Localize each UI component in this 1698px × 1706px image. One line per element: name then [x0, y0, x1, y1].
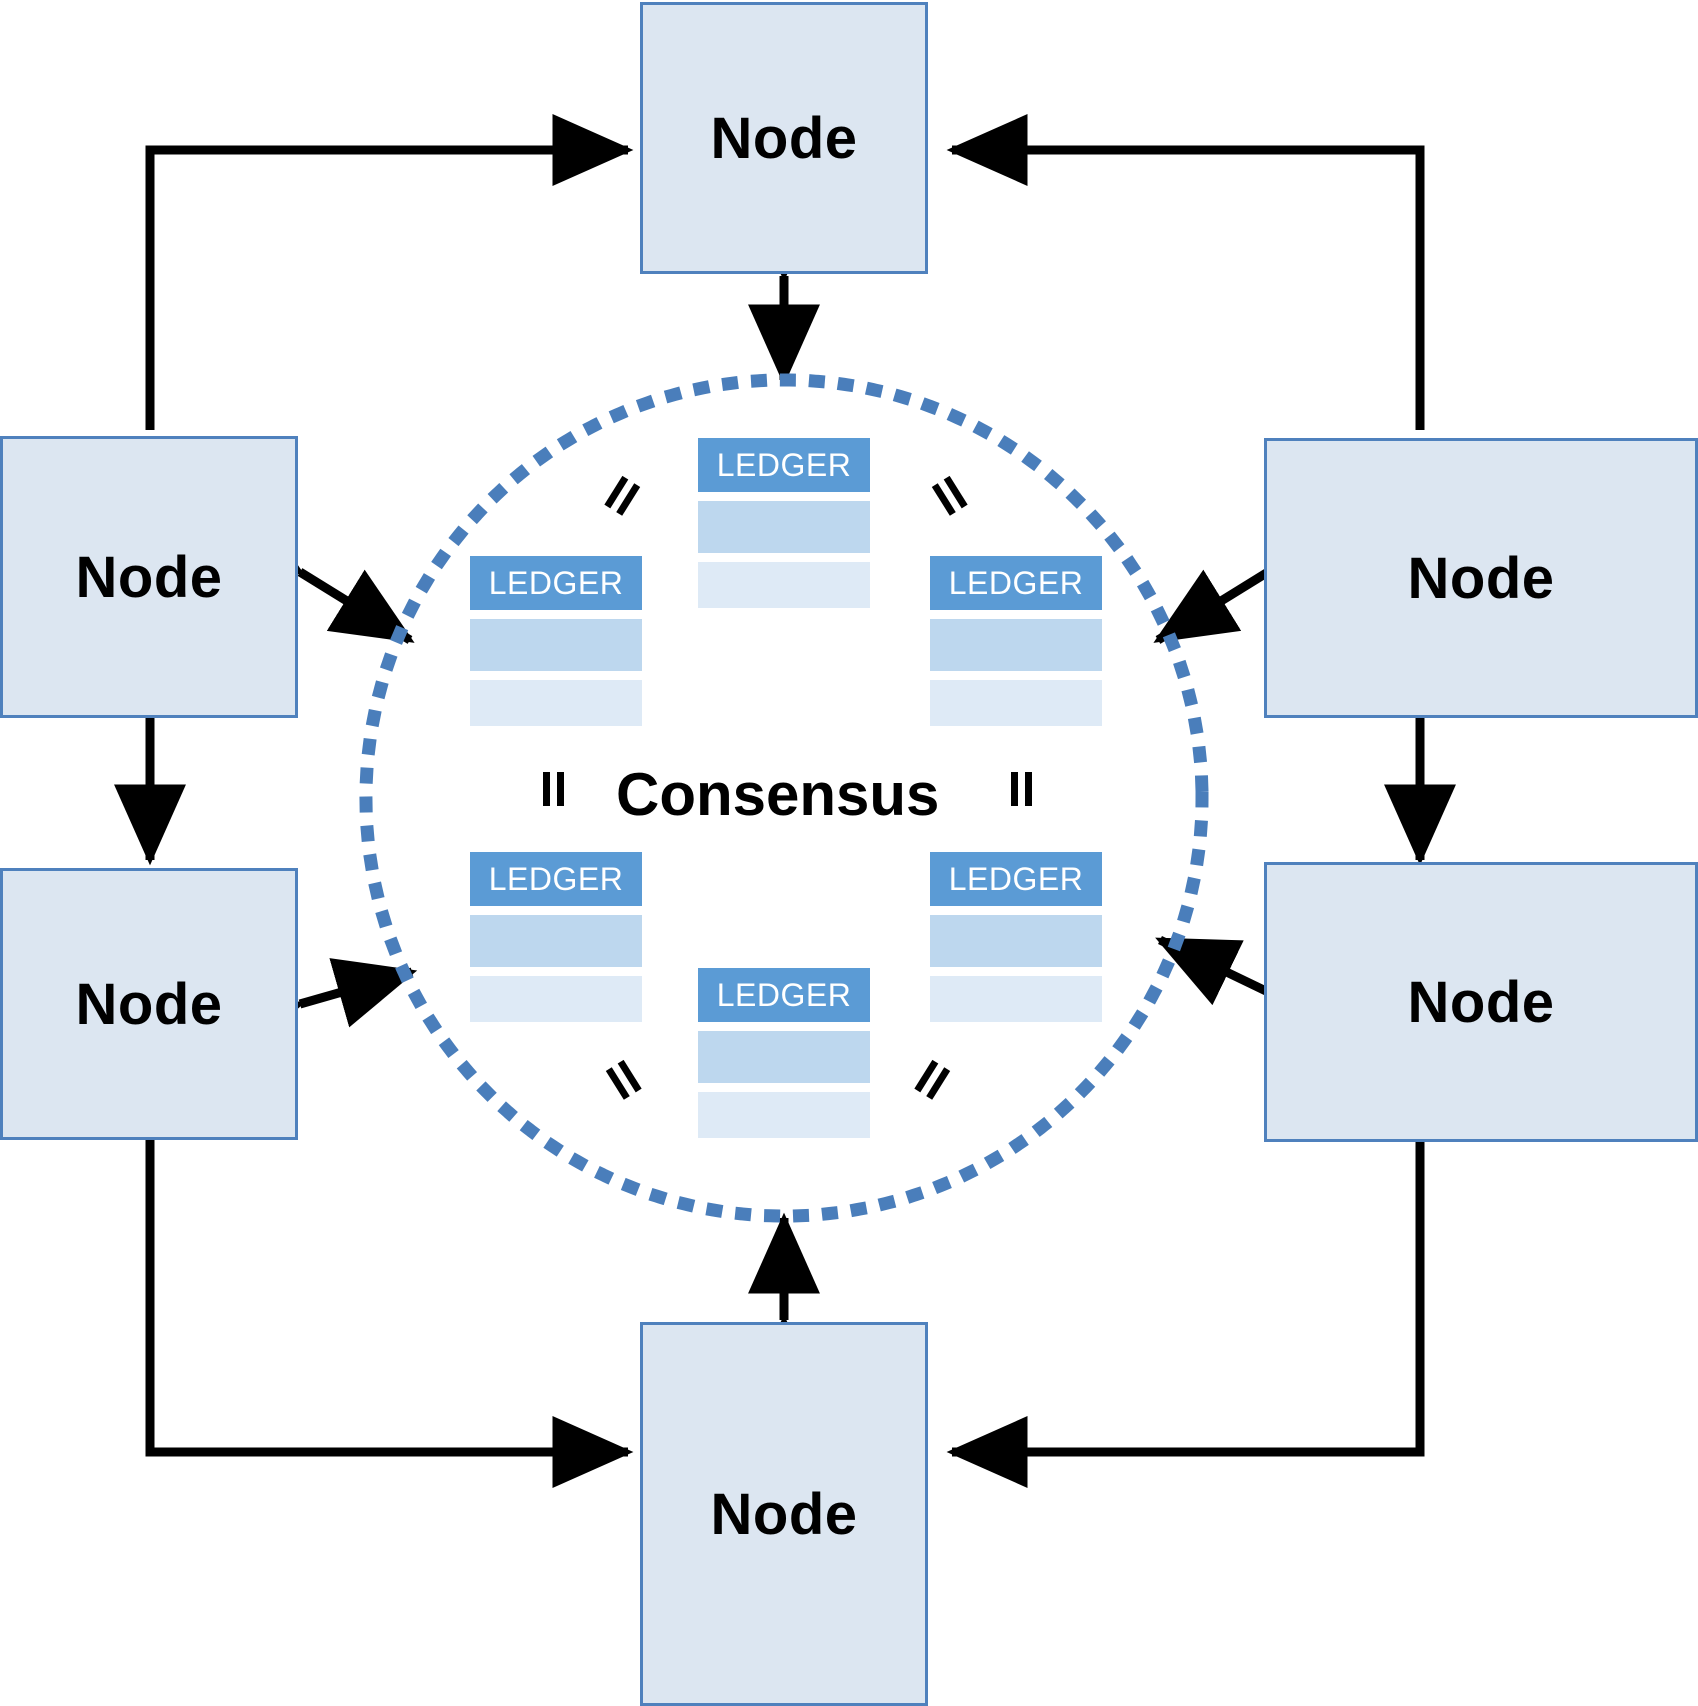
- ledger-header-label: LEDGER: [930, 556, 1102, 610]
- arrow-leftupper-node-to-consensus: [216, 501, 415, 644]
- equals-icon-top-left: [598, 472, 645, 519]
- ledger-header-label: LEDGER: [470, 556, 642, 610]
- ledger-block-left-upper[interactable]: LEDGER: [470, 556, 642, 726]
- node-box-top[interactable]: Node: [640, 2, 928, 274]
- arrow-leftlower-to-bottom: [145, 1140, 634, 1488]
- node-label: Node: [1407, 969, 1555, 1035]
- ledger-header-label: LEDGER: [698, 968, 870, 1022]
- node-label: Node: [75, 544, 223, 610]
- node-label: Node: [75, 971, 223, 1037]
- ledger-row-secondary: [470, 680, 642, 726]
- equals-icon-middle-left: [538, 772, 572, 806]
- ledger-row-primary: [470, 619, 642, 671]
- ledger-row-primary: [930, 619, 1102, 671]
- ledger-header-label: LEDGER: [698, 438, 870, 492]
- node-label: Node: [1407, 545, 1555, 611]
- node-box-left-lower[interactable]: Node: [0, 868, 298, 1140]
- ledger-block-right-upper[interactable]: LEDGER: [930, 556, 1102, 726]
- ledger-row-primary: [698, 1031, 870, 1083]
- node-label: Node: [710, 1481, 858, 1547]
- ledger-header-label: LEDGER: [930, 852, 1102, 906]
- ledger-block-top[interactable]: LEDGER: [698, 438, 870, 608]
- ledger-row-secondary: [698, 562, 870, 608]
- ledger-row-secondary: [470, 976, 642, 1022]
- arrow-leftupper-to-top: [145, 114, 634, 430]
- ledger-block-left-lower[interactable]: LEDGER: [470, 852, 642, 1022]
- equals-icon-bottom-right: [908, 1056, 955, 1103]
- ledger-row-primary: [698, 501, 870, 553]
- arrow-rightupper-to-top: [946, 114, 1425, 430]
- arrow-leftlower-node-to-consensus: [217, 958, 418, 1060]
- arrow-rightupper-node-to-consensus: [1153, 501, 1352, 644]
- arrow-rightlower-node-to-consensus: [1155, 935, 1352, 1058]
- equals-icon-middle-right: [1006, 772, 1040, 806]
- equals-icon-top-right: [928, 472, 975, 519]
- ledger-header-label: LEDGER: [470, 852, 642, 906]
- node-box-right-upper[interactable]: Node: [1264, 438, 1698, 718]
- ledger-block-bottom[interactable]: LEDGER: [698, 968, 870, 1138]
- node-label: Node: [710, 105, 858, 171]
- ledger-row-secondary: [930, 680, 1102, 726]
- ledger-row-primary: [930, 915, 1102, 967]
- consensus-label: Consensus: [616, 761, 940, 828]
- ledger-row-secondary: [930, 976, 1102, 1022]
- node-box-right-lower[interactable]: Node: [1264, 862, 1698, 1142]
- ledger-row-secondary: [698, 1092, 870, 1138]
- ledger-row-primary: [470, 915, 642, 967]
- equals-icon-bottom-left: [602, 1056, 649, 1103]
- arrow-rightlower-to-bottom: [946, 1140, 1425, 1488]
- node-box-left-upper[interactable]: Node: [0, 436, 298, 718]
- node-box-bottom[interactable]: Node: [640, 1322, 928, 1706]
- ledger-block-right-lower[interactable]: LEDGER: [930, 852, 1102, 1022]
